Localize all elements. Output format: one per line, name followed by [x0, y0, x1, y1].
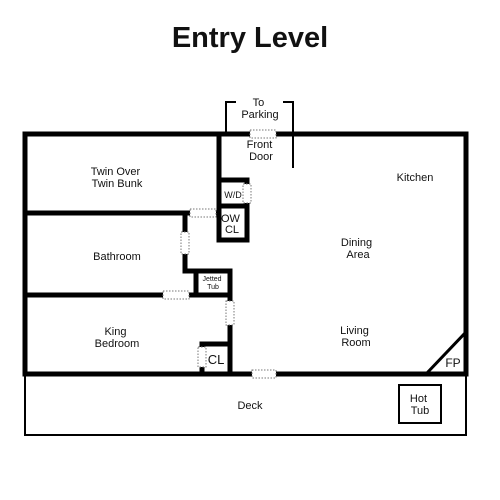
parking-path-left: [225, 101, 236, 132]
closet-door-opening: [197, 346, 207, 368]
dining-area-label: Dining Area: [341, 237, 375, 261]
deck-door-opening: [251, 369, 277, 379]
parking-path-right: [283, 101, 294, 168]
wall-jetted-tub: [193, 268, 233, 298]
page-title: Entry Level: [171, 22, 329, 54]
bunk-door-opening: [189, 208, 217, 218]
wd-label: W/D: [224, 190, 242, 200]
fireplace-wall: [423, 329, 469, 377]
hot-tub-outline: [398, 384, 442, 424]
living-room-label: Living Room: [340, 325, 372, 349]
hot-tub-label: Hot Tub: [410, 393, 430, 417]
twin-bunk-label: Twin Over Twin Bunk: [91, 166, 144, 190]
exterior-wall: [22, 131, 469, 377]
ow-closet-label: OW CL: [221, 213, 243, 236]
bathroom-label: Bathroom: [93, 251, 141, 263]
bath-hall-door-opening: [225, 300, 235, 326]
wd-door-opening: [242, 183, 252, 204]
closet-label: CL: [208, 352, 225, 367]
deck-label: Deck: [237, 400, 263, 412]
front-door-label: Front Door: [247, 139, 276, 163]
fireplace-label: FP: [445, 356, 460, 370]
front-door-opening: [249, 129, 277, 139]
king-bedroom-label: King Bedroom: [95, 326, 140, 350]
to-parking-label: To Parking: [241, 97, 278, 121]
kitchen-label: Kitchen: [397, 172, 434, 184]
bath-door-opening: [180, 231, 190, 255]
jetted-tub-label: Jetted Tub: [202, 276, 223, 291]
bedroom-door-opening: [162, 290, 190, 300]
wall-closets: [216, 177, 250, 243]
